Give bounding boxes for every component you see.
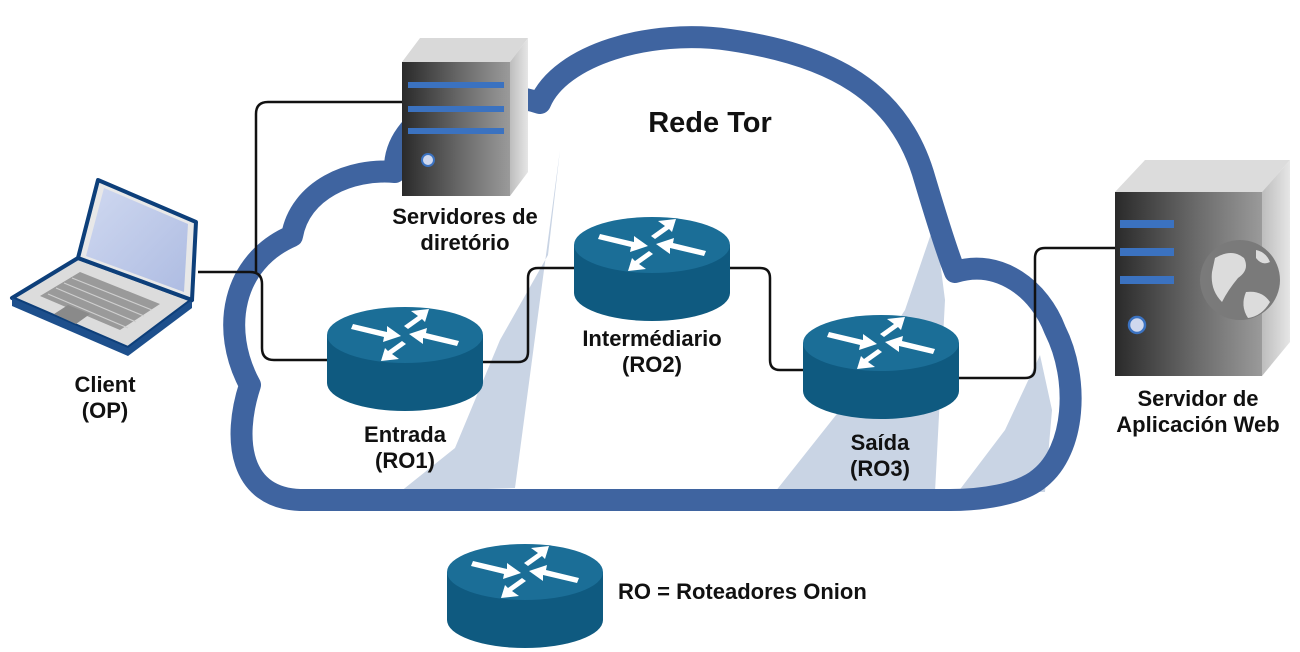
entry-router-label: Entrada (RO1) [325, 422, 485, 474]
webserver-label-line2: Aplicación Web [1116, 412, 1280, 437]
web-server-icon [1115, 160, 1290, 376]
tor-network-cloud [223, 26, 1082, 511]
web-server-label: Servidor de Aplicación Web [1100, 386, 1296, 438]
link-exit-webserver [958, 246, 1115, 380]
connection-lines [198, 100, 1115, 380]
cloud-title: Rede Tor [648, 107, 772, 139]
link-middle-exit [730, 266, 805, 372]
exit-label-line1: Saída [850, 430, 910, 455]
middle-router-label: Intermédiario (RO2) [552, 326, 752, 378]
link-client-directory [254, 100, 405, 272]
client-label-line2: (OP) [81, 398, 129, 423]
globe-icon [1200, 240, 1280, 320]
entry-label-line2: (RO1) [375, 448, 435, 473]
cloud-shadow [775, 222, 945, 492]
exit-label-line2: (RO3) [850, 456, 910, 481]
router-icon [574, 217, 730, 321]
webserver-label-line1: Servidor de [1137, 386, 1259, 411]
laptop-icon [10, 178, 198, 356]
cloud-shadow [958, 355, 1052, 492]
directory-label-line1: Servidores de [392, 204, 538, 229]
entry-label-line1: Entrada [364, 422, 446, 447]
cloud-shadow [400, 150, 560, 492]
router-icon [447, 544, 603, 648]
middle-label-line1: Intermédiario [582, 326, 722, 351]
client-label-line1: Client [74, 372, 136, 397]
directory-servers-label: Servidores de diretório [365, 204, 565, 256]
cloud-outline [223, 26, 1082, 511]
middle-label-line2: (RO2) [622, 352, 682, 377]
client-label: Client (OP) [35, 372, 175, 424]
server-tower-icon [402, 38, 528, 196]
legend-text: RO = Roteadores Onion [618, 579, 867, 604]
link-entry-middle [482, 266, 575, 364]
exit-router-label: Saída (RO3) [800, 430, 960, 482]
router-icon [327, 307, 483, 411]
link-client-entry [198, 270, 330, 362]
router-icon [803, 315, 959, 419]
directory-label-line2: diretório [420, 230, 510, 255]
